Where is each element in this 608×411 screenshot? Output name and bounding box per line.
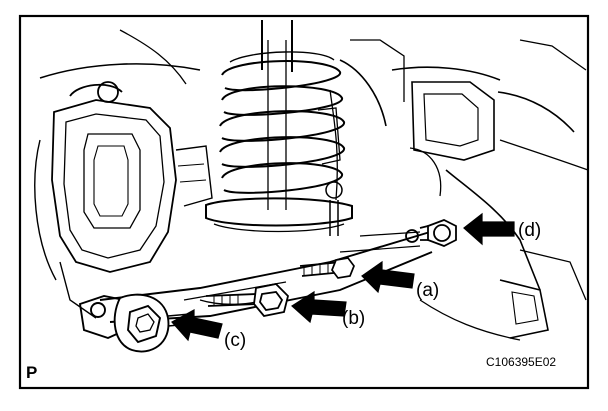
stabilizer-link [325, 89, 442, 236]
callout-d-label: (d) [518, 220, 541, 241]
bolt-a [299, 257, 355, 279]
view-marker: P [26, 363, 37, 382]
coil-spring [205, 20, 353, 233]
arrow-a [361, 260, 415, 294]
arrow-c [171, 308, 223, 342]
figure-frame [18, 14, 590, 390]
callout-c-label: (c) [224, 330, 246, 351]
brake-caliper [34, 81, 213, 319]
arrow-d [463, 212, 515, 246]
figure-code: C106395E02 [486, 355, 556, 369]
bolt-b [205, 283, 289, 317]
bolt-d [405, 219, 457, 247]
bolt-c [78, 293, 191, 353]
arrow-b [291, 290, 347, 324]
callout-b-label: (b) [342, 308, 365, 329]
body-structure [39, 29, 589, 341]
callout-a-label: (a) [416, 280, 439, 301]
